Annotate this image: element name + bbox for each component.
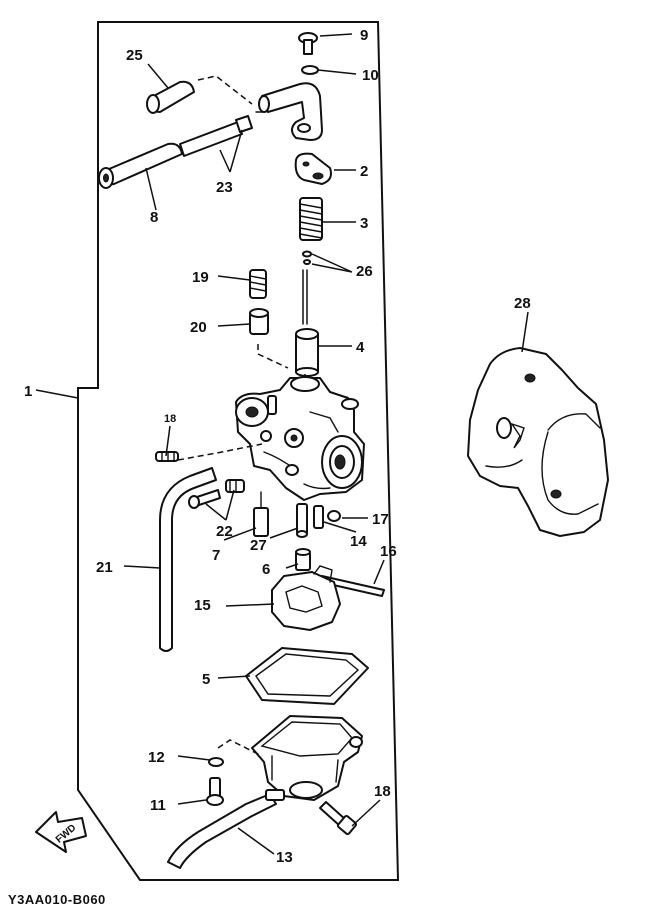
part-throttle-valve-4 [295,328,319,377]
part-plate-2 [294,152,332,185]
callout-20: 20 [190,319,207,336]
callout-8: 8 [150,209,158,226]
callout-14: 14 [350,533,367,550]
callout-28: 28 [514,295,531,312]
part-spring-3 [299,197,323,241]
callout-13: 13 [276,849,293,866]
part-screw-9 [298,32,318,55]
callout-21: 21 [96,559,113,576]
callout-1: 1 [24,383,32,400]
callout-27: 27 [250,537,267,554]
part-plunger-20 [249,308,269,335]
callout-10: 10 [362,67,379,84]
callout-9: 9 [360,27,368,44]
part-screw-11 [206,777,224,806]
callout-4: 4 [356,339,365,356]
part-jet-7 [253,491,269,537]
leader-dash-20 [257,344,289,369]
callout-19: 19 [192,269,209,286]
part-washer-12 [208,757,224,767]
callout-12: 12 [148,749,165,766]
image-code: Y3AA010-B060 [8,892,106,907]
part-main-jet-6 [295,548,311,571]
part-carburetor-body [235,376,365,501]
callout-11: 11 [150,797,166,814]
callout-2: 2 [360,163,368,180]
callout-3: 3 [360,215,368,232]
part-float-bowl [251,715,363,801]
part-drain-hose-13 [167,793,277,869]
callout-labels: 9 10 25 2 23 8 3 26 19 20 4 1 18 28 22 1… [24,27,531,866]
part-plug-25 [146,80,195,114]
fwd-arrow: FWD [35,811,87,853]
part-shroud-28 [467,347,609,537]
part-needle-jet-27 [296,503,308,538]
part-screw-18b [319,801,358,836]
callout-6: 6 [262,561,270,578]
part-spring-19 [249,269,267,299]
part-washer-10 [301,65,319,75]
callout-7: 7 [212,547,220,564]
callout-26: 26 [356,263,373,280]
part-needle-26 [302,250,312,325]
callout-25: 25 [126,47,143,64]
part-cap-8 [98,142,183,189]
callout-18-upper: 18 [164,413,176,425]
part-drain-nipple [265,789,285,801]
callout-15: 15 [194,597,211,614]
leader-dash-18a [177,443,263,461]
callout-23: 23 [216,179,233,196]
part-gasket-5 [245,647,369,705]
callout-18-lower: 18 [374,783,391,800]
leader-dash-12 [217,739,263,757]
callout-17: 17 [372,511,389,528]
part-cable-elbow [255,82,323,141]
callout-5: 5 [202,671,210,688]
assembly-frame [77,21,400,881]
part-tube-23 [179,115,253,157]
leader-lines [35,33,529,855]
part-screw-17 [327,510,341,522]
part-screws-22 [188,479,245,509]
part-float-15 [271,565,341,631]
part-hose-21 [159,467,217,652]
part-pilot-jet-14 [313,505,324,529]
callout-22: 22 [216,523,233,540]
callout-16: 16 [380,543,397,560]
